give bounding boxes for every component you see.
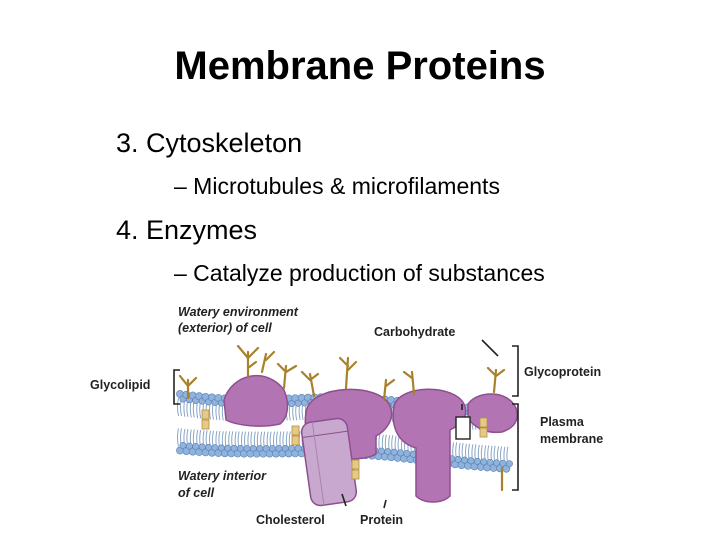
label-membrane: membrane: [540, 432, 603, 446]
sub-bullet-cytoskeleton: – Microtubules & microfilaments: [174, 173, 500, 199]
bullet-enzymes: 4. Enzymes: [116, 215, 258, 245]
annotation-lines: [173, 339, 519, 509]
label-of-cell: of cell: [178, 486, 215, 500]
lipid-tail: [177, 428, 179, 447]
label-glycolipid: Glycolipid: [90, 378, 150, 392]
protein-transmembrane: [392, 388, 467, 503]
label-glycoprotein: Glycoprotein: [524, 365, 601, 379]
bullet-cytoskeleton: 3. Cytoskeleton: [116, 128, 303, 158]
membrane-proteins: [223, 374, 518, 507]
slide-title: Membrane Proteins: [174, 44, 546, 88]
label-watery-interior: Watery interior: [178, 469, 267, 483]
carbohydrate-chains: [178, 344, 506, 492]
label-cholesterol: Cholesterol: [256, 513, 325, 527]
label-exterior-of-cell: (exterior) of cell: [178, 321, 272, 335]
label-plasma: Plasma: [540, 415, 585, 429]
cholesterol-molecules: [201, 409, 488, 480]
label-protein: Protein: [360, 513, 403, 527]
marker-box: [455, 416, 471, 440]
label-watery-environment: Watery environment: [178, 305, 299, 319]
protein-left: [223, 374, 289, 427]
diagram-labels: Watery environment (exterior) of cell Ca…: [90, 305, 603, 527]
membrane-diagram: Watery environment (exterior) of cell Ca…: [90, 305, 603, 527]
phospholipid-head-inner: [505, 460, 513, 468]
channel-protein: [300, 417, 358, 507]
lipid-tail: [177, 397, 179, 417]
protein-right: [467, 393, 518, 434]
label-carbohydrate: Carbohydrate: [374, 325, 455, 339]
sub-bullet-enzymes: – Catalyze production of substances: [174, 260, 545, 286]
